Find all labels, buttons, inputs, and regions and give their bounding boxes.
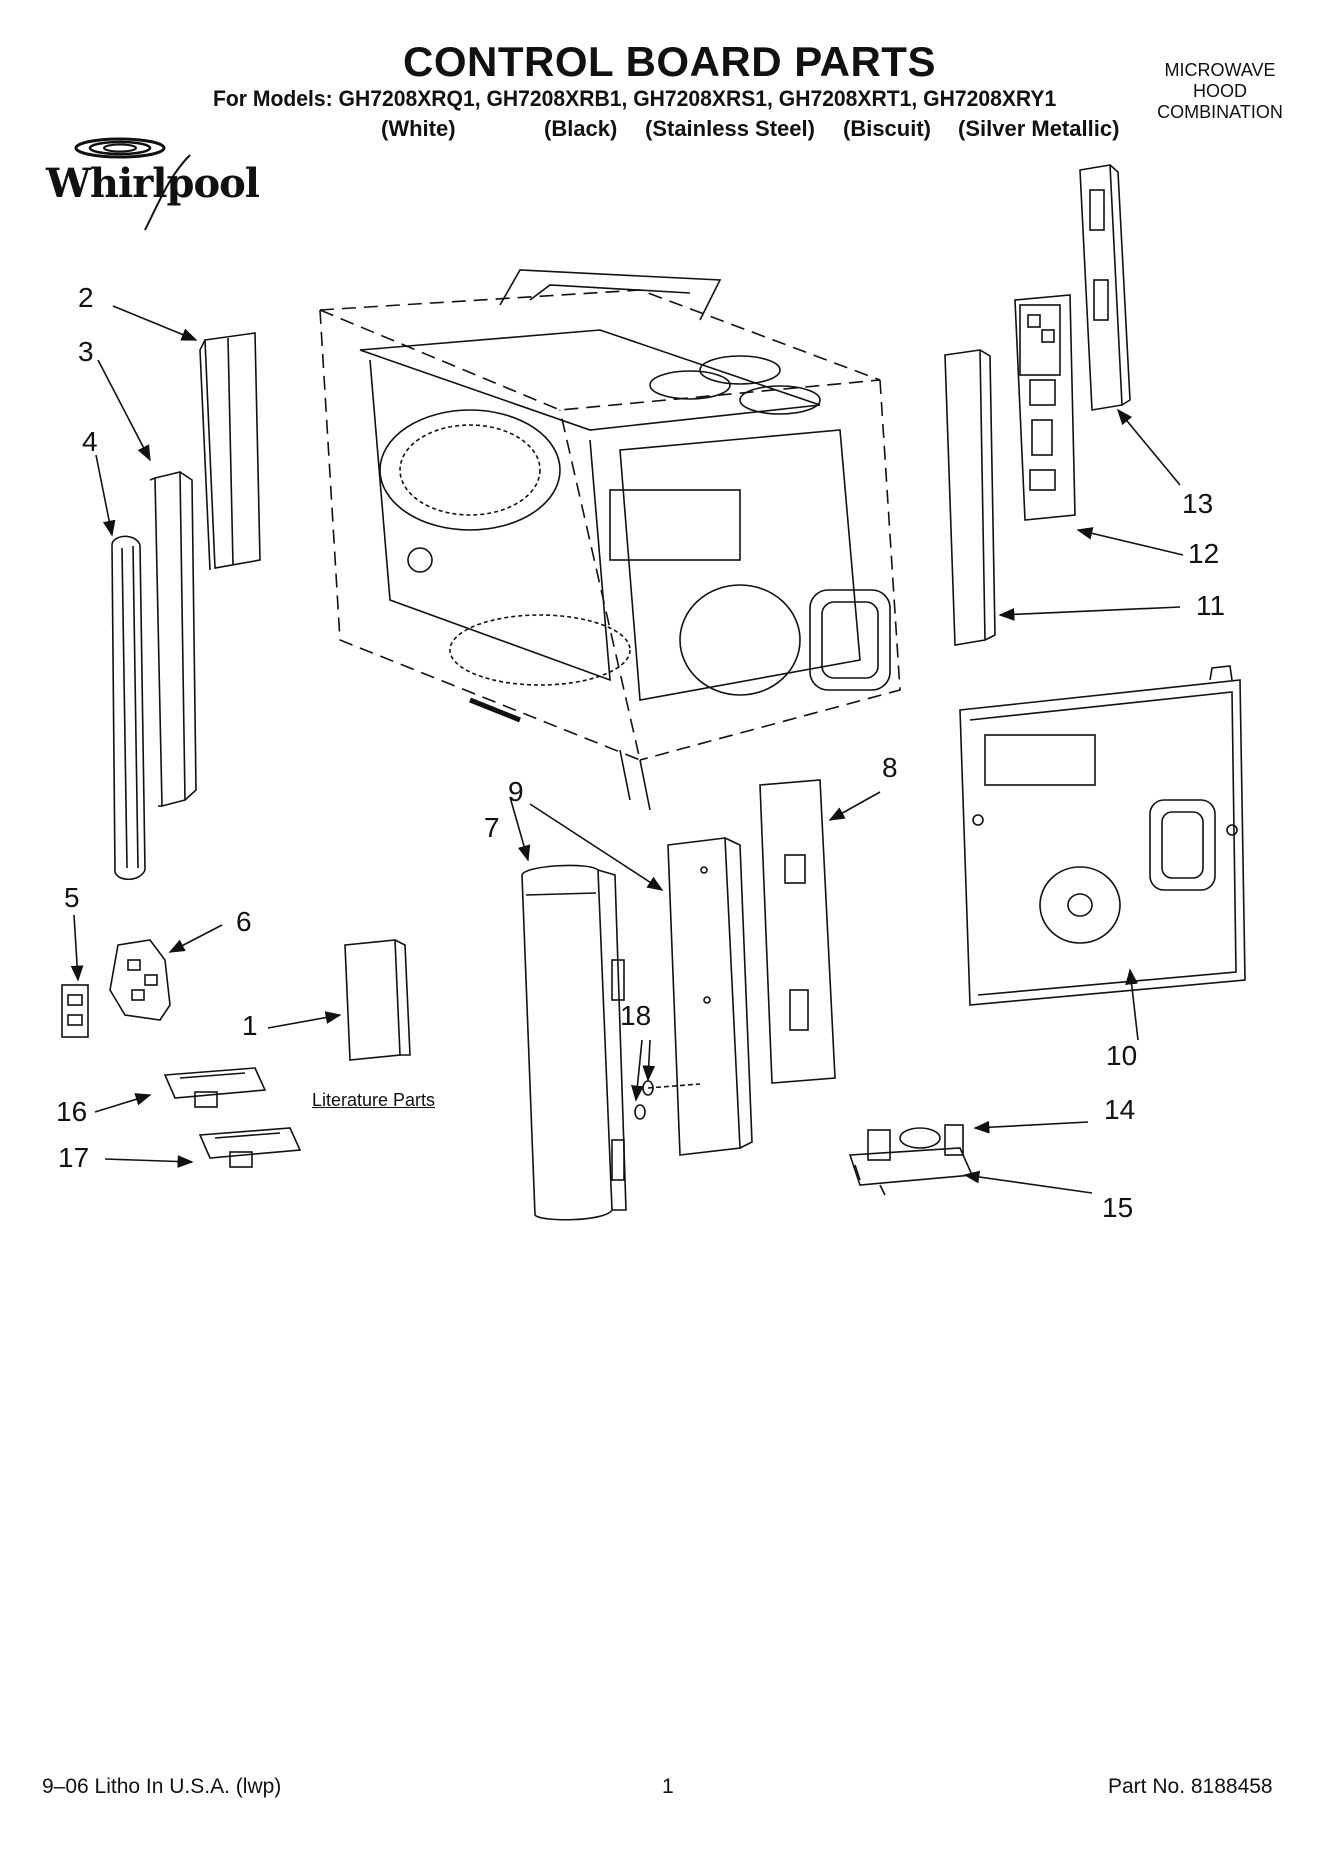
- product-category: MICROWAVE HOOD COMBINATION: [1130, 60, 1310, 123]
- part-17-clip: [198, 1127, 302, 1168]
- part-5-switch: [61, 984, 89, 1038]
- color-stainless-steel: (Stainless Steel): [645, 116, 815, 141]
- part-8-plate: [759, 779, 836, 1084]
- part-10-mounting-plate: [959, 665, 1246, 1006]
- part-7-control-panel: [521, 864, 627, 1221]
- part-12-control-board: [1014, 294, 1076, 521]
- litho-note: 9–06 Litho In U.S.A. (lwp): [42, 1775, 282, 1798]
- color-silver-metallic: (Silver Metallic): [958, 116, 1120, 141]
- callout-7: 7: [484, 812, 500, 843]
- category-line-2: HOOD: [1193, 81, 1247, 101]
- callout-3: 3: [78, 336, 94, 367]
- part-18-screws: [634, 1080, 701, 1120]
- callout-8: 8: [882, 752, 898, 783]
- color-white: (White): [381, 116, 456, 141]
- callout-2: 2: [78, 282, 94, 313]
- models-line: For Models: GH7208XRQ1, GH7208XRB1, GH72…: [213, 86, 1057, 111]
- part-number: Part No. 8188458: [1108, 1775, 1273, 1798]
- callout-13: 13: [1182, 488, 1214, 519]
- callout-4: 4: [82, 426, 98, 457]
- callout-6: 6: [236, 906, 252, 937]
- part-14-15-assembly: [848, 1124, 974, 1196]
- callout-11: 11: [1196, 590, 1226, 621]
- callout-5: 5: [64, 882, 80, 913]
- callout-14: 14: [1104, 1094, 1136, 1125]
- literature-parts-label: Literature Parts: [312, 1090, 436, 1110]
- brand-wordmark: Whirlpool: [46, 160, 260, 207]
- part-9-bracket: [667, 837, 753, 1156]
- callout-1: 1: [242, 1010, 258, 1041]
- whirlpool-swirl-icon: [74, 137, 191, 231]
- category-line-1: MICROWAVE: [1164, 60, 1276, 80]
- color-biscuit: (Biscuit): [843, 116, 931, 141]
- callout-18: 18: [620, 1000, 652, 1031]
- part-2-bracket: [199, 332, 261, 571]
- callout-10: 10: [1106, 1040, 1138, 1071]
- page-title: CONTROL BOARD PARTS: [403, 38, 936, 85]
- microwave-cavity: [319, 269, 901, 811]
- callout-17: 17: [58, 1142, 90, 1173]
- part-13-board-cover: [1079, 164, 1131, 411]
- part-6-board: [109, 939, 171, 1021]
- page-number: 1: [662, 1775, 674, 1798]
- callout-15: 15: [1102, 1192, 1134, 1223]
- part-4-side-trim: [111, 535, 146, 881]
- part-11-bracket: [944, 349, 996, 646]
- part-16-clip: [163, 1067, 267, 1108]
- category-line-3: COMBINATION: [1157, 102, 1283, 122]
- callout-12: 12: [1188, 538, 1220, 569]
- whirlpool-logo: Whirlpool: [40, 130, 270, 240]
- part-1-literature: [344, 939, 411, 1061]
- part-3-bracket: [149, 470, 197, 808]
- callout-16: 16: [56, 1096, 88, 1127]
- color-black: (Black): [544, 116, 618, 141]
- callout-9: 9: [508, 776, 524, 807]
